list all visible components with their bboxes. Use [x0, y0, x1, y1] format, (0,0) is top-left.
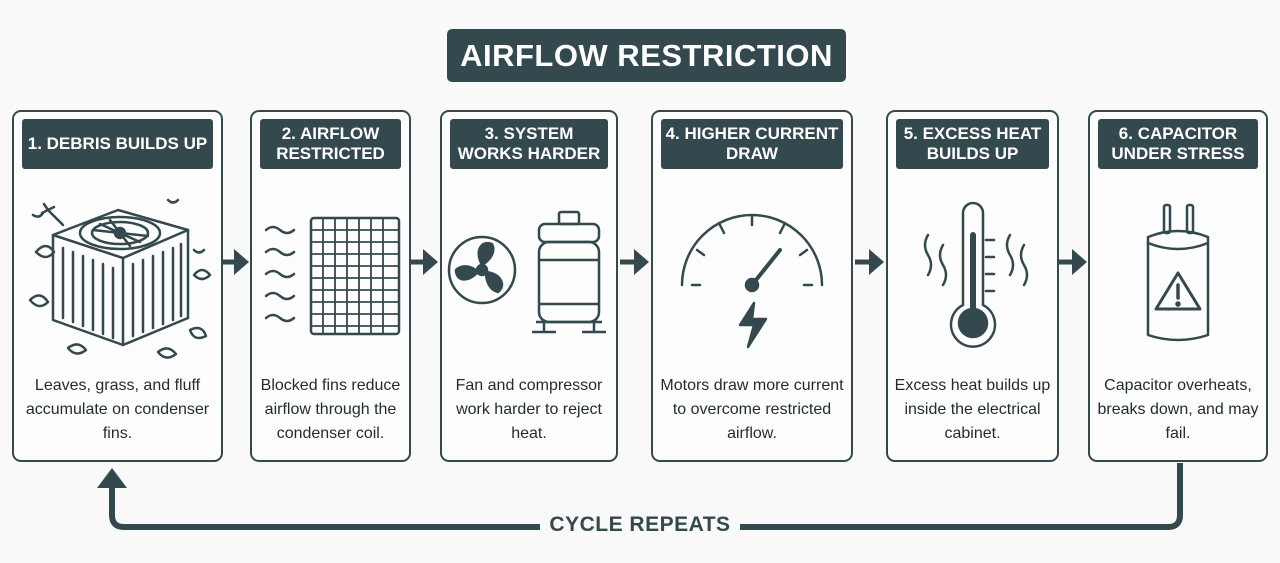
step-description: Leaves, grass, and fluff accumulate on c… [25, 377, 210, 442]
step-title: 5. EXCESS HEAT BUILDS UP [896, 119, 1049, 169]
step-card-6: 6. CAPACITOR UNDER STRESS Capacitor over… [1088, 110, 1268, 462]
step-title: 2. AIRFLOW RESTRICTED [260, 119, 401, 169]
step-title: 6. CAPACITOR UNDER STRESS [1098, 119, 1258, 169]
step-card-3: 3. SYSTEM WORKS HARDER Fan and compresso… [440, 110, 618, 462]
step-description: Capacitor overheats, breaks down, and ma… [1097, 377, 1259, 442]
fan-compressor-icon [442, 178, 616, 372]
capacitor-warning-icon [1090, 178, 1266, 372]
condenser-unit-icon [14, 178, 221, 372]
step-title: 3. SYSTEM WORKS HARDER [450, 119, 608, 169]
step-description: Blocked fins reduce airflow through the … [260, 377, 401, 442]
step-card-4: 4. HIGHER CURRENT DRAW Motors draw more … [651, 110, 853, 462]
step-title: 1. DEBRIS BUILDS UP [22, 119, 213, 169]
arrow-right-icon [1058, 249, 1087, 275]
arrow-right-icon [620, 249, 649, 275]
step-card-1: 1. DEBRIS BUILDS UP Leaves, grass, and f… [12, 110, 223, 462]
step-card-5: 5. EXCESS HEAT BUILDS UP Excess heat bui… [886, 110, 1059, 462]
thermometer-icon [888, 178, 1057, 372]
step-description: Fan and compressor work harder to reject… [455, 377, 603, 442]
step-title: 4. HIGHER CURRENT DRAW [661, 119, 843, 169]
gauge-icon [653, 178, 851, 372]
arrow-right-icon [855, 249, 884, 275]
step-card-2: 2. AIRFLOW RESTRICTED Blocked fins reduc… [250, 110, 411, 462]
blocked-coil-icon [252, 178, 409, 372]
step-description: Motors draw more current to overcome res… [660, 377, 844, 442]
arrow-right-icon [222, 249, 249, 275]
step-description: Excess heat builds up inside the electri… [894, 377, 1051, 442]
arrow-right-icon [411, 249, 438, 275]
diagram-title: AIRFLOW RESTRICTION [447, 29, 846, 82]
cycle-repeats-label: CYCLE REPEATS [540, 510, 740, 540]
